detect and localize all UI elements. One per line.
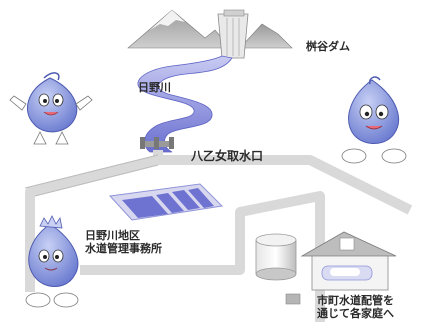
dam-structure	[217, 9, 249, 59]
pipe-edges	[24, 154, 159, 197]
storage-tank	[255, 233, 297, 281]
hino-river	[137, 55, 233, 153]
intake-label: 八乙女取水口	[191, 149, 264, 163]
valve-box	[285, 293, 301, 305]
water-drop-mascot-waving	[9, 72, 93, 145]
house	[300, 231, 397, 291]
river-label: 日野川	[138, 81, 171, 94]
office-label: 日野川地区 水道管理事務所	[85, 229, 162, 255]
intake-gate	[140, 137, 174, 149]
homes-label: 市町水道配管を 通じて各家庭へ	[317, 294, 394, 320]
homes-label-line1: 市町水道配管を	[317, 294, 394, 307]
dam-label: 桝谷ダム	[306, 40, 350, 53]
homes-label-line2: 通じて各家庭へ	[317, 307, 394, 320]
office-label-line2: 水道管理事務所	[85, 242, 162, 255]
mountains	[127, 9, 293, 49]
treatment-basins	[108, 183, 224, 221]
water-drop-mascot-crouching	[341, 76, 407, 164]
water-drop-mascot-crowned	[25, 215, 79, 308]
office-label-line1: 日野川地区	[85, 229, 140, 242]
